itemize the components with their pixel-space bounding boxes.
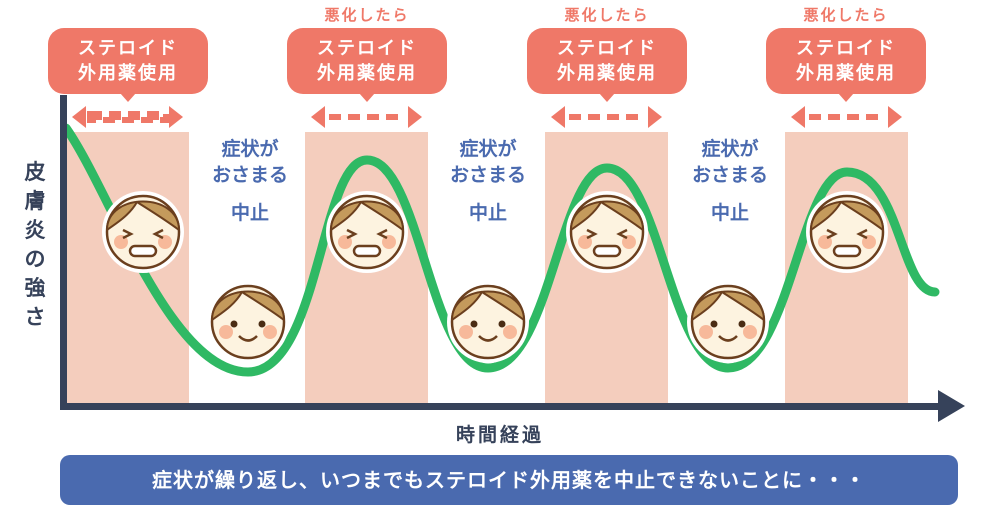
double-arrow-icon-1 [72,106,183,128]
worsen-label: 悪化したら [564,6,650,24]
double-arrow-icon-3 [551,106,662,128]
x-axis-label: 時間経過 [455,424,544,446]
bubble-line1: ステロイド [557,38,657,59]
double-arrow-icon-2 [311,106,422,128]
stop-action: 中止 [230,202,269,224]
stop-line2: おさまる [211,164,288,186]
angry-face-icon [102,191,184,273]
steroid-bubble-2: ステロイド外用薬使用 [287,28,447,102]
stop-line1: 症状が [221,138,279,160]
stop-note-2: 症状がおさまる中止 [428,136,548,226]
stop-note-1: 症状がおさまる中止 [190,136,310,226]
y-axis-label: 皮膚炎の強さ [24,160,46,329]
steroid-bubble-4: ステロイド外用薬使用 [766,28,926,102]
angry-face-icon [326,191,408,273]
bubble-line1: ステロイド [78,38,178,59]
steroid-bubble-3: ステロイド外用薬使用 [527,28,687,102]
conclusion-banner: 症状が繰り返し、いつまでもステロイド外用薬を中止できないことに・・・ [60,455,958,505]
stop-line2: おさまる [691,164,768,186]
bubble-line2: 外用薬使用 [78,63,178,84]
happy-face-icon [207,281,289,363]
angry-face-icon [566,191,648,273]
x-axis [60,403,942,410]
bubble-line2: 外用薬使用 [796,63,896,84]
worsen-label: 悪化したら [803,6,889,24]
x-axis-arrow-icon [938,390,965,422]
stop-line2: おさまる [449,164,526,186]
stop-line1: 症状が [459,138,517,160]
bubble-line2: 外用薬使用 [557,63,657,84]
stop-line1: 症状が [701,138,759,160]
stop-action: 中止 [468,202,507,224]
double-arrow-icon-4 [791,106,902,128]
happy-face-icon [687,281,769,363]
happy-face-icon [447,281,529,363]
bubble-line2: 外用薬使用 [317,63,417,84]
stop-note-3: 症状がおさまる中止 [670,136,790,226]
angry-face-icon [806,191,888,273]
worsen-label: 悪化したら [324,6,410,24]
steroid-bubble-1: ステロイド外用薬使用 [48,28,208,102]
double-arrow-icons [72,106,902,128]
stop-action: 中止 [710,202,749,224]
bubble-line1: ステロイド [317,38,417,59]
y-axis [60,95,67,410]
bubble-line1: ステロイド [796,38,896,59]
